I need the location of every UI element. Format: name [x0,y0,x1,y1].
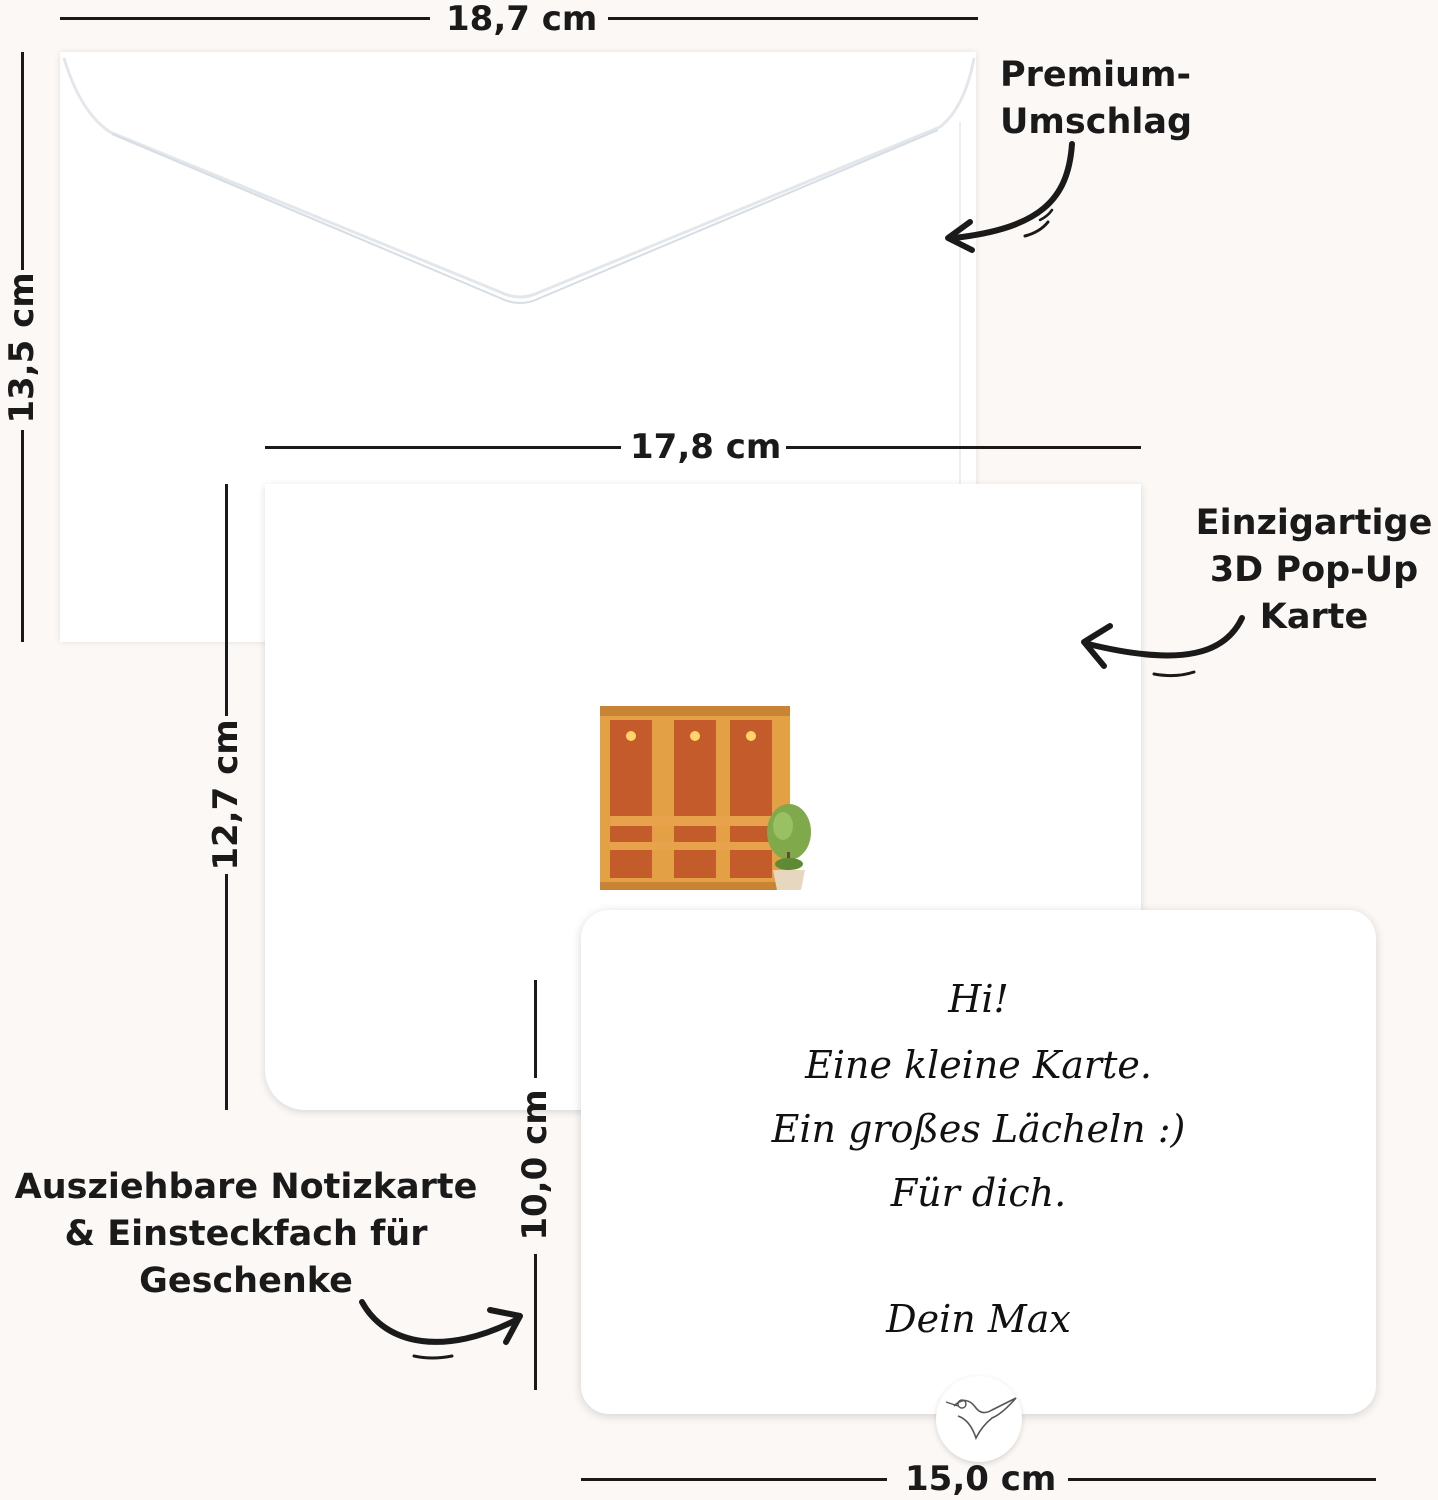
note-height-label: 10,0 cm [515,1089,555,1241]
curved-arrow-icon [945,141,1075,253]
envelope-width-line-right [608,17,978,20]
note-card: Hi! Eine kleine Karte. Ein großes Lächel… [581,910,1376,1414]
seal [936,1376,1022,1462]
card-label: Einzigartige 3D Pop-Up Karte [1190,500,1438,641]
curved-arrow-icon [1081,615,1245,678]
envelope-width-line-left [60,17,430,20]
note-width-line-left [581,1478,887,1481]
envelope-label-line: Umschlag [1000,102,1193,142]
envelope-height-line-bottom [21,430,24,642]
envelope-flap [62,57,976,640]
card-height-label: 12,7 cm [206,719,246,871]
card-width-line-right [786,446,1141,449]
curved-arrow-icon [359,1299,523,1360]
note-label: Ausziehbare Notizkarte & Einsteckfach fü… [4,1164,488,1305]
note-line: Für dich. [890,1171,1067,1215]
card-label-line: 3D Pop-Up [1209,550,1419,590]
note-line: Eine kleine Karte. [805,1043,1152,1087]
card-width-label: 17,8 cm [630,427,782,467]
note-width-line-right [1068,1478,1376,1481]
note-line-greeting: Hi! [948,977,1009,1021]
note-label-line: Ausziehbare Notizkarte [14,1167,478,1207]
note-height-line-bottom [534,1254,537,1390]
note-line: Ein großes Lächeln :) [771,1107,1186,1151]
envelope-width-label: 18,7 cm [446,0,598,39]
hummingbird-icon [945,1397,1017,1441]
card-width-line-left [265,446,621,449]
potted-plant-icon [767,804,811,890]
note-line-signature: Dein Max [886,1297,1071,1341]
sauna-illustration-icon [600,706,790,890]
note-label-line: & Einsteckfach für [64,1214,428,1254]
card-label-line: Einzigartige [1195,503,1433,543]
card-height-line-top [225,484,228,716]
envelope-height-label: 13,5 cm [2,272,42,424]
envelope-label: Premium- Umschlag [1000,52,1192,146]
envelope-label-line: Premium- [1000,55,1192,95]
card-label-line: Karte [1259,597,1369,637]
note-width-label: 15,0 cm [905,1459,1057,1499]
note-height-line-top [534,980,537,1078]
envelope-height-line-top [21,52,24,270]
note-label-line: Geschenke [139,1261,353,1301]
card-height-line-bottom [225,874,228,1110]
